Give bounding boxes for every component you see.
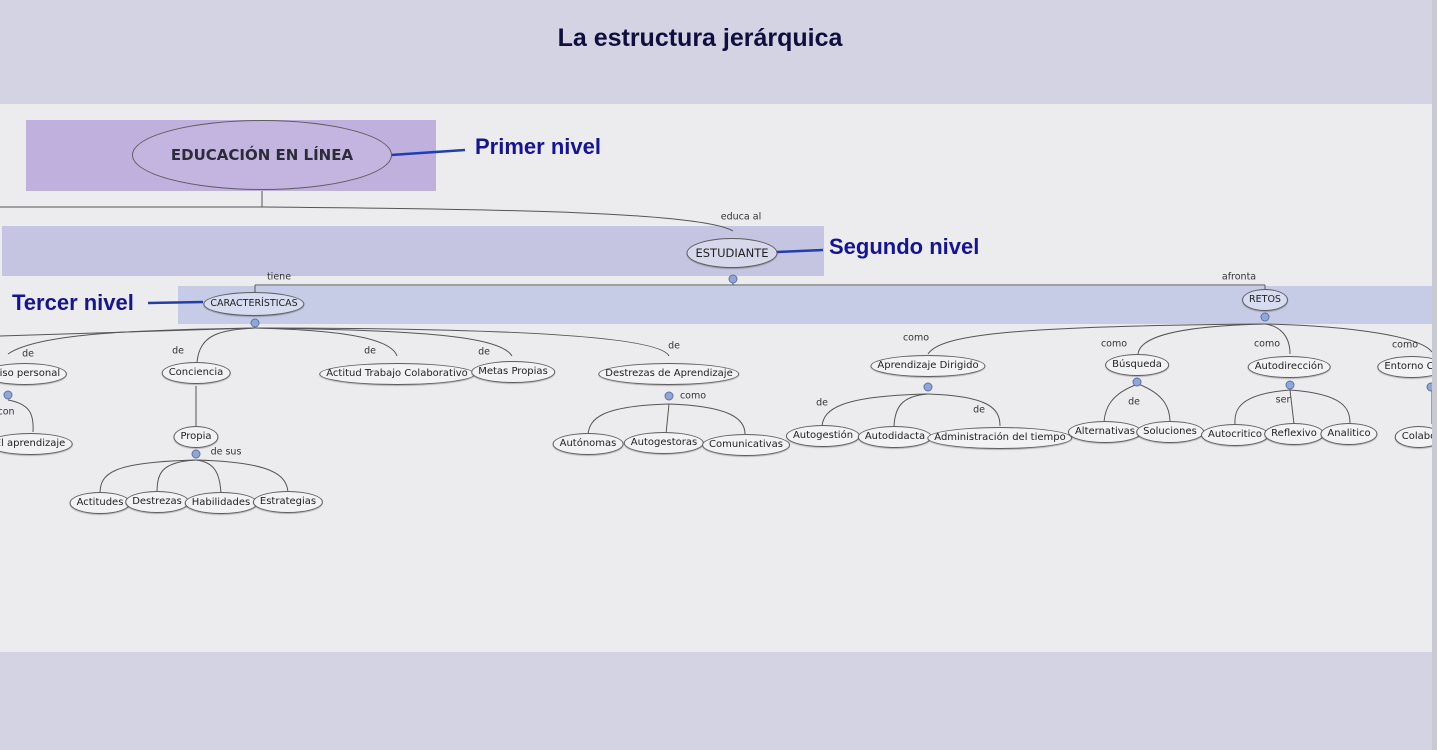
collapse-toggle-icon[interactable] <box>664 391 674 401</box>
level-label-first: Primer nivel <box>475 134 601 159</box>
node-destrezas[interactable]: Destrezas <box>125 491 189 513</box>
link-label: ser <box>1275 394 1291 406</box>
link-label: como <box>679 390 707 402</box>
node-retos[interactable]: RETOS <box>1242 289 1288 311</box>
node-habilidades[interactable]: Habilidades <box>184 492 258 514</box>
link-label: tiene <box>266 271 292 283</box>
collapse-toggle-icon[interactable] <box>1426 382 1432 392</box>
link-label: de <box>172 345 184 357</box>
page-title: La estructura jerárquica <box>557 24 843 52</box>
node-caracteristicas[interactable]: CARACTERÍSTICAS <box>203 292 305 316</box>
node-autodireccion[interactable]: Autodirección <box>1247 356 1331 378</box>
node-autogestion[interactable]: Autogestión <box>785 425 861 447</box>
link-label: como <box>1253 338 1281 350</box>
collapse-toggle-icon[interactable] <box>191 449 201 459</box>
node-colabo[interactable]: Colabo <box>1394 426 1432 448</box>
node-autocritico[interactable]: Autocritico <box>1201 424 1269 446</box>
link-label: como <box>1100 338 1128 350</box>
collapse-toggle-icon[interactable] <box>1260 312 1270 322</box>
collapse-toggle-icon[interactable] <box>728 274 738 284</box>
link-label: como <box>902 332 930 344</box>
node-analitico[interactable]: Analitico <box>1320 423 1378 445</box>
collapse-toggle-icon[interactable] <box>1285 380 1295 390</box>
node-administracion[interactable]: Administración del tiempo <box>927 427 1073 449</box>
node-comunicativas[interactable]: Comunicativas <box>702 434 790 456</box>
level-label-second: Segundo nivel <box>829 234 980 259</box>
right-edge-strip <box>1432 0 1437 750</box>
node-busqueda[interactable]: Búsqueda <box>1105 354 1169 376</box>
link-label: educa al <box>720 211 762 223</box>
node-conciencia[interactable]: Conciencia <box>161 362 231 384</box>
link-label: de <box>22 348 34 360</box>
node-aprendizaje-dirigido[interactable]: Aprendizaje Dirigido <box>870 355 986 377</box>
node-reflexivo[interactable]: Reflexivo <box>1264 423 1324 445</box>
node-entorno[interactable]: Entorno Co <box>1377 356 1432 378</box>
collapse-toggle-icon[interactable] <box>1132 377 1142 387</box>
node-estudiante[interactable]: ESTUDIANTE <box>686 238 778 268</box>
node-soluciones[interactable]: Soluciones <box>1136 421 1204 443</box>
link-label: de <box>478 346 490 358</box>
node-compromiso[interactable]: miso personal <box>0 363 68 385</box>
collapse-toggle-icon[interactable] <box>3 390 13 400</box>
node-autogestoras[interactable]: Autogestoras <box>623 432 705 454</box>
level-band-third <box>178 286 1432 324</box>
collapse-toggle-icon[interactable] <box>923 382 933 392</box>
node-estrategias[interactable]: Estrategias <box>252 491 324 513</box>
level-label-third: Tercer nivel <box>12 290 134 315</box>
link-label: de sus <box>210 446 242 458</box>
link-label: de <box>364 345 376 357</box>
link-label: de <box>668 340 680 352</box>
link-label: como <box>1391 339 1419 351</box>
link-label: afronta <box>1221 271 1257 283</box>
node-autonomas[interactable]: Autónomas <box>552 433 624 455</box>
node-destrezas-aprendizaje[interactable]: Destrezas de Aprendizaje <box>598 363 740 385</box>
node-autodidacta[interactable]: Autodidacta <box>857 426 933 448</box>
node-actitud-trabajo[interactable]: Actitud Trabajo Colaborativo <box>319 363 475 385</box>
link-label: con <box>0 406 15 418</box>
link-label: de <box>816 397 828 409</box>
link-label: de <box>973 404 985 416</box>
link-label: de <box>1128 396 1140 408</box>
concept-map-panel: Primer nivel Segundo nivel Tercer nivel … <box>0 104 1432 652</box>
node-alternativas[interactable]: Alternativas <box>1067 421 1143 443</box>
node-root[interactable]: EDUCACIÓN EN LÍNEA <box>132 120 392 190</box>
node-actitudes[interactable]: Actitudes <box>69 492 131 514</box>
node-metas[interactable]: Metas Propias <box>471 361 555 383</box>
node-aprendizaje[interactable]: El aprendizaje <box>0 433 73 455</box>
collapse-toggle-icon[interactable] <box>250 318 260 328</box>
node-propia[interactable]: Propia <box>173 426 219 448</box>
